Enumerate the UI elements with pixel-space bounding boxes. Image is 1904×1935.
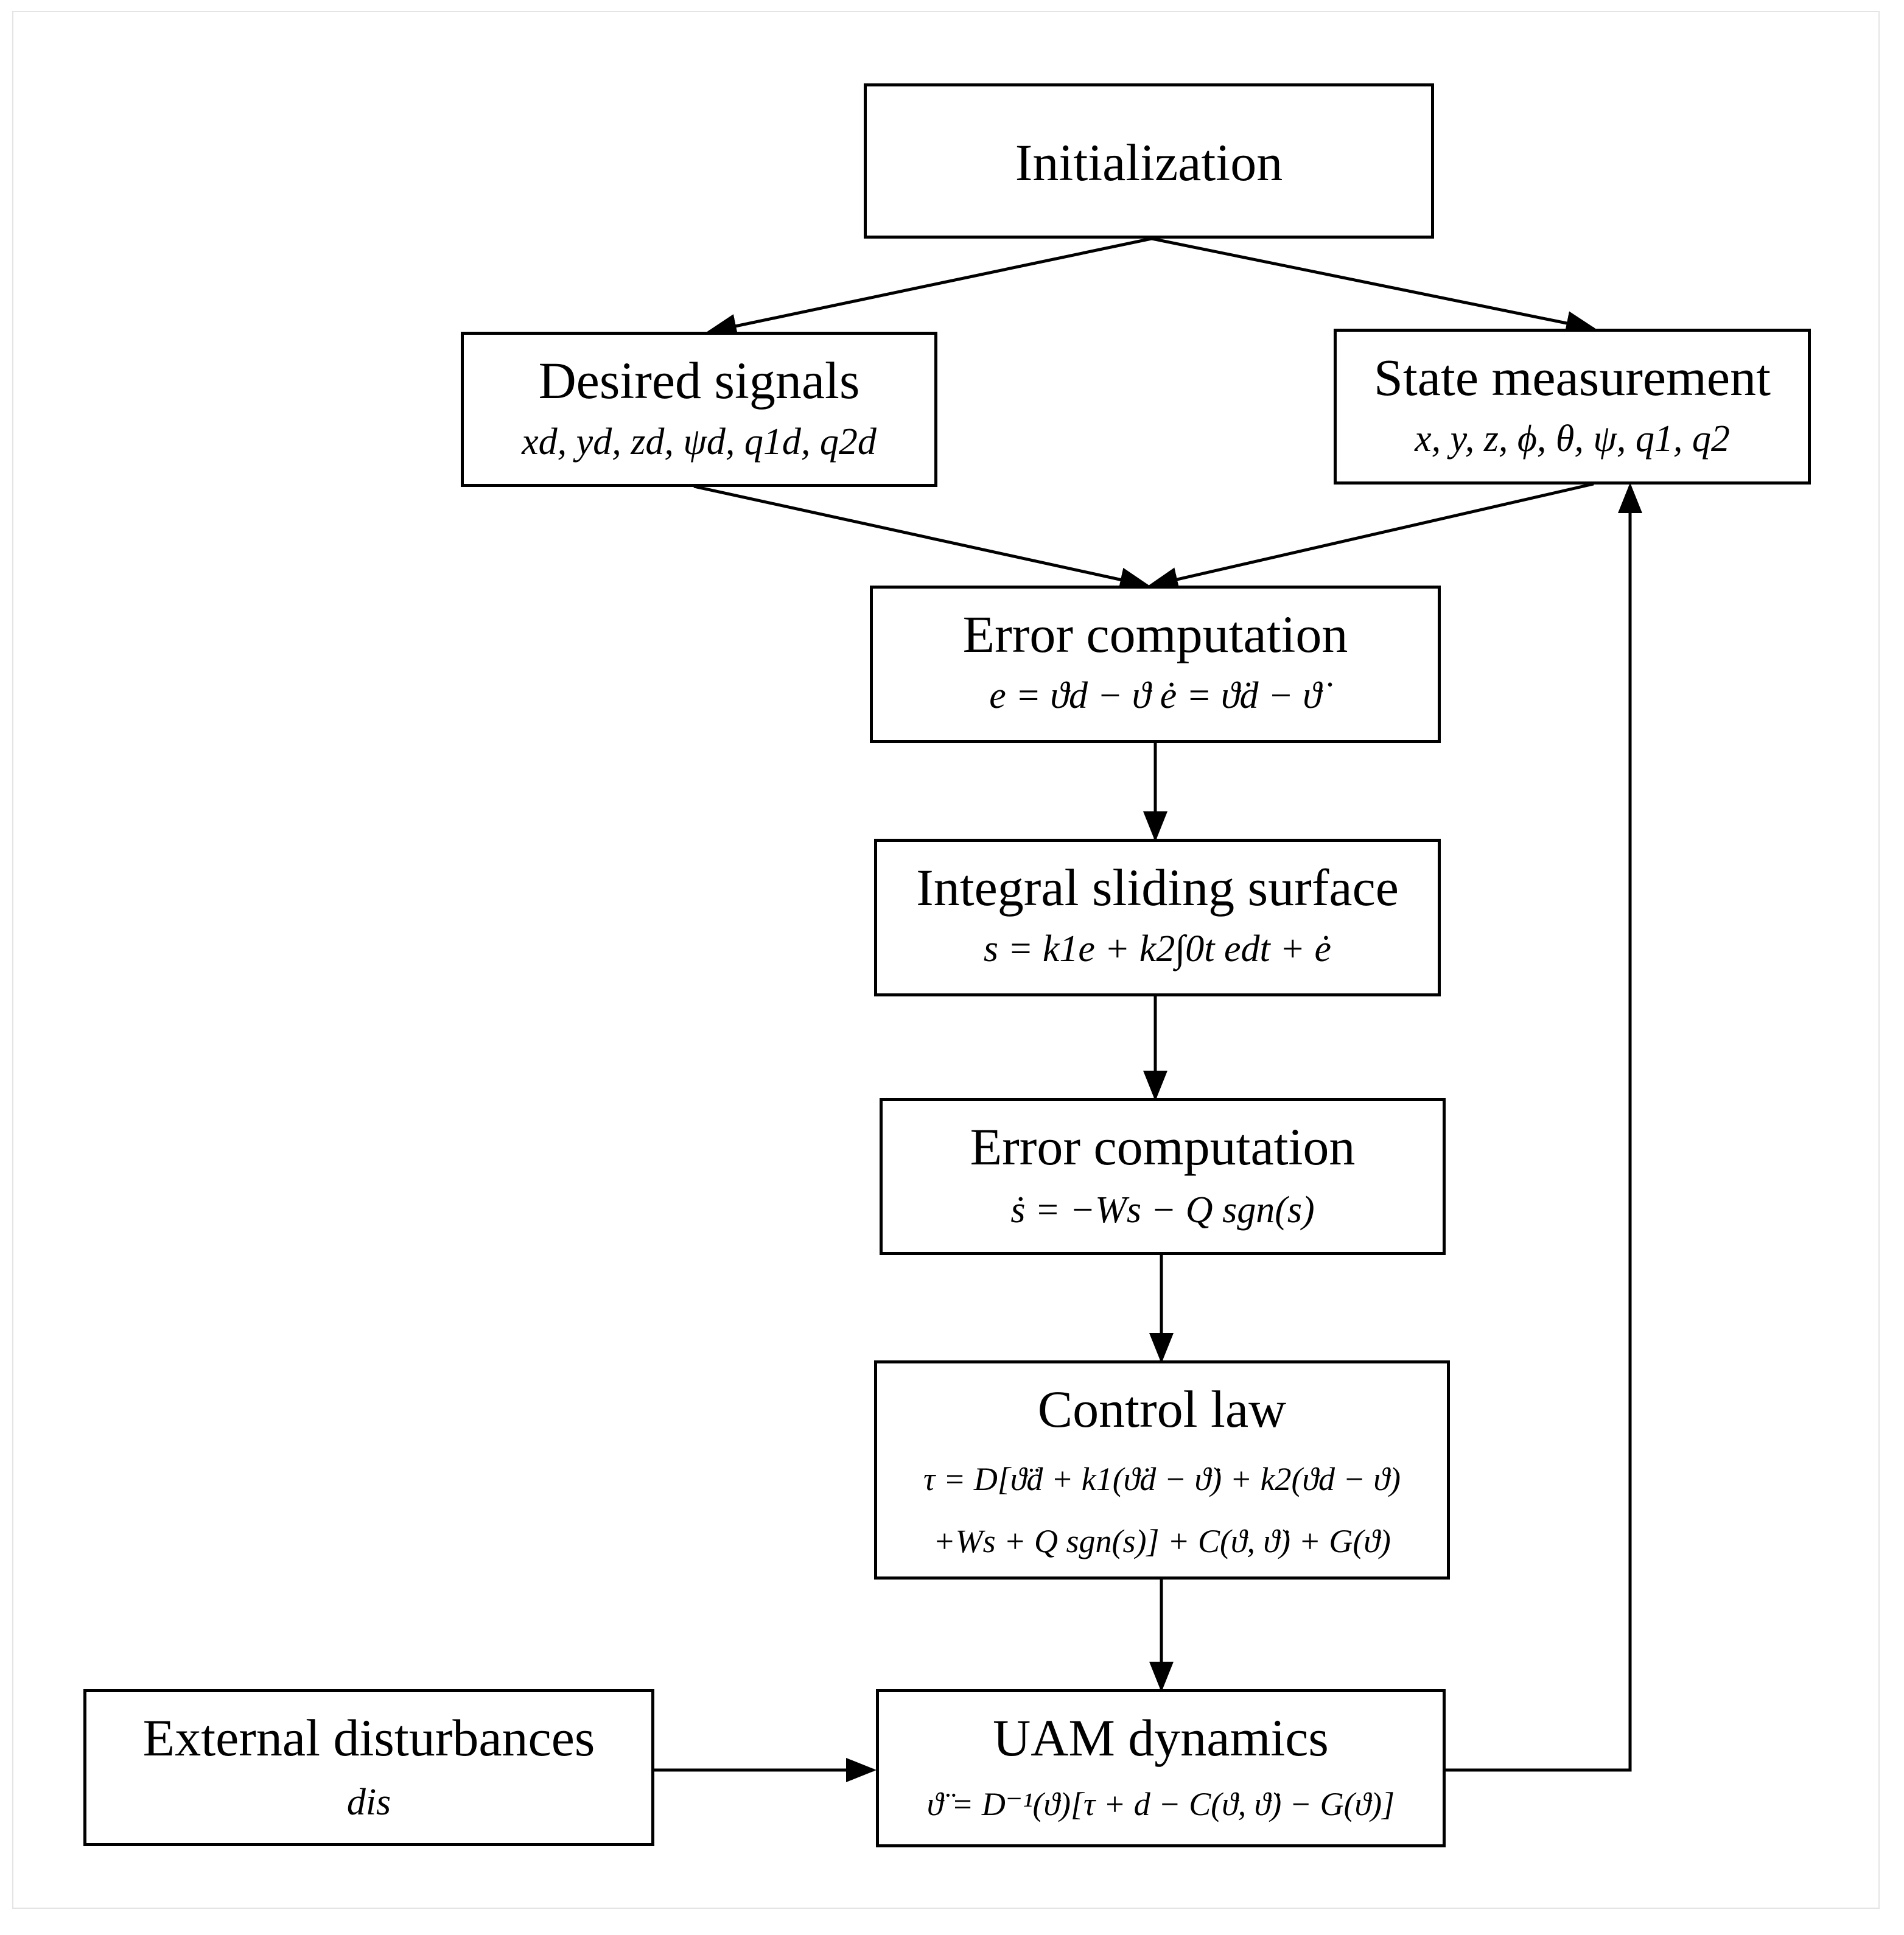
edge-desired-to-error1 xyxy=(693,485,1150,592)
uam-dynamics-title: UAM dynamics xyxy=(993,1709,1329,1767)
error-computation-box: Error computation e = ϑd − ϑ ė = ϑ̇d − ϑ… xyxy=(870,586,1441,743)
reaching-law-title: Error computation xyxy=(970,1118,1356,1176)
initialization-box: Initialization xyxy=(864,83,1434,239)
initialization-title: Initialization xyxy=(1015,133,1283,192)
edge-init-to-desired xyxy=(706,237,1152,338)
desired-signals-box: Desired signals xd, yd, zd, ψd, q1d, q2d xyxy=(461,332,937,487)
desired-signals-formula: xd, yd, zd, ψd, q1d, q2d xyxy=(522,421,877,463)
uam-dynamics-box: UAM dynamics ϑ̈ = D⁻¹(ϑ)[τ + d − C(ϑ, ϑ̇… xyxy=(876,1689,1446,1847)
diagram-frame xyxy=(12,11,1880,1909)
state-measurement-formula: x, y, z, ϕ, θ, ψ, q1, q2 xyxy=(1415,418,1730,460)
control-law-box: Control law τ = D[ϑ̈d + k1(ϑ̇d − ϑ̇) + k… xyxy=(874,1360,1450,1580)
state-measurement-title: State measurement xyxy=(1374,348,1771,407)
external-disturbances-box: External disturbances dis xyxy=(83,1689,654,1846)
external-disturbances-formula: dis xyxy=(346,1782,391,1823)
error-computation-title: Error computation xyxy=(962,605,1348,663)
reaching-law-formula: ṡ = −Ws − Q sgn(s) xyxy=(1010,1189,1315,1231)
desired-signals-title: Desired signals xyxy=(538,351,860,410)
state-measurement-box: State measurement x, y, z, ϕ, θ, ψ, q1, … xyxy=(1334,329,1811,485)
error-computation-formula: e = ϑd − ϑ ė = ϑ̇d − ϑ̇ xyxy=(989,675,1321,716)
control-law-formula-line2: +Ws + Q sgn(s)] + C(ϑ, ϑ̇) + G(ϑ) xyxy=(933,1523,1391,1559)
integral-sliding-surface-box: Integral sliding surface s = k1e + k2∫0t… xyxy=(874,839,1441,996)
uam-dynamics-formula: ϑ̈ = D⁻¹(ϑ)[τ + d − C(ϑ, ϑ̇) − G(ϑ)] xyxy=(926,1786,1395,1822)
reaching-law-box: Error computation ṡ = −Ws − Q sgn(s) xyxy=(880,1098,1446,1255)
edge-state-to-error1 xyxy=(1147,482,1594,592)
external-disturbances-title: External disturbances xyxy=(142,1709,595,1767)
integral-sliding-surface-title: Integral sliding surface xyxy=(916,858,1399,917)
edge-uam-feedback-to-state xyxy=(1446,483,1642,1772)
control-law-title: Control law xyxy=(1037,1380,1287,1438)
control-law-formula-line1: τ = D[ϑ̈d + k1(ϑ̇d − ϑ̇) + k2(ϑd − ϑ) xyxy=(923,1461,1401,1497)
integral-sliding-surface-formula: s = k1e + k2∫0t edt + ė xyxy=(983,928,1332,970)
edge-init-to-state xyxy=(1151,237,1597,335)
